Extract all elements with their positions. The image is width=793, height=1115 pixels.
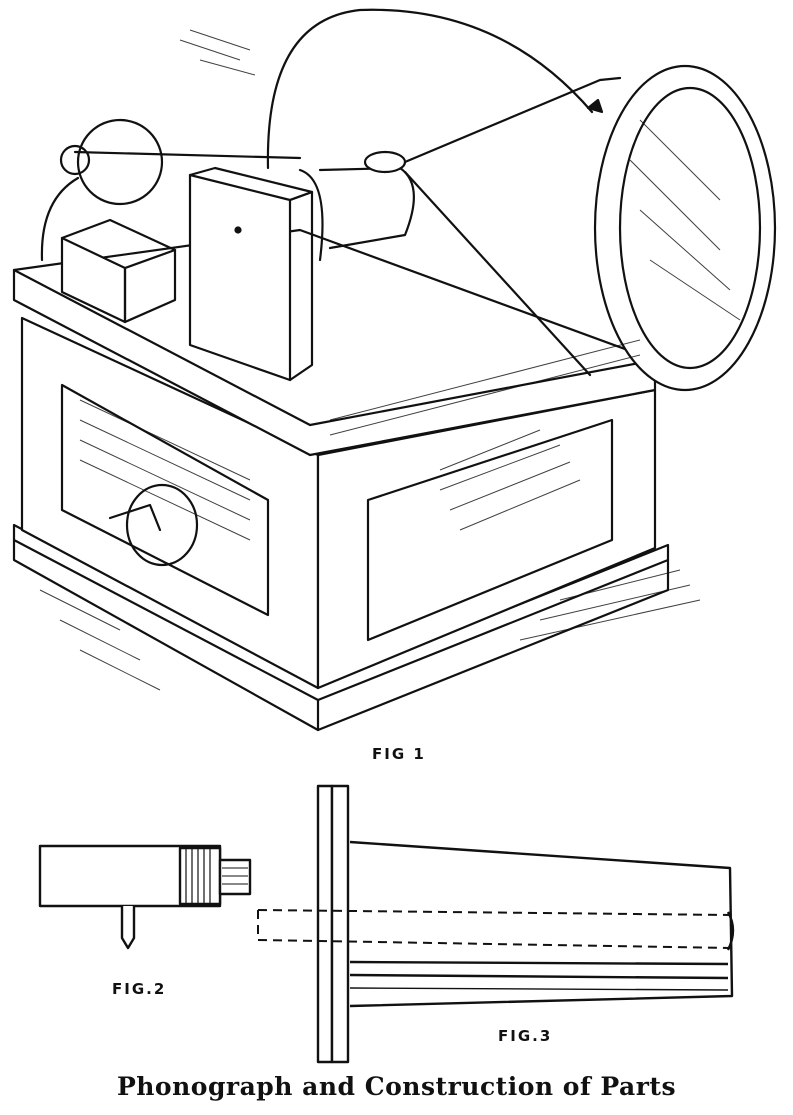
fig2-label: FIG.2 (112, 980, 167, 998)
fig1-phonograph-drawing (12, 8, 777, 732)
fig3-label: FIG.3 (498, 1027, 553, 1045)
plate-caption: Phonograph and Construction of Parts (116, 1072, 677, 1101)
fig1-label: FIG 1 (372, 745, 426, 763)
